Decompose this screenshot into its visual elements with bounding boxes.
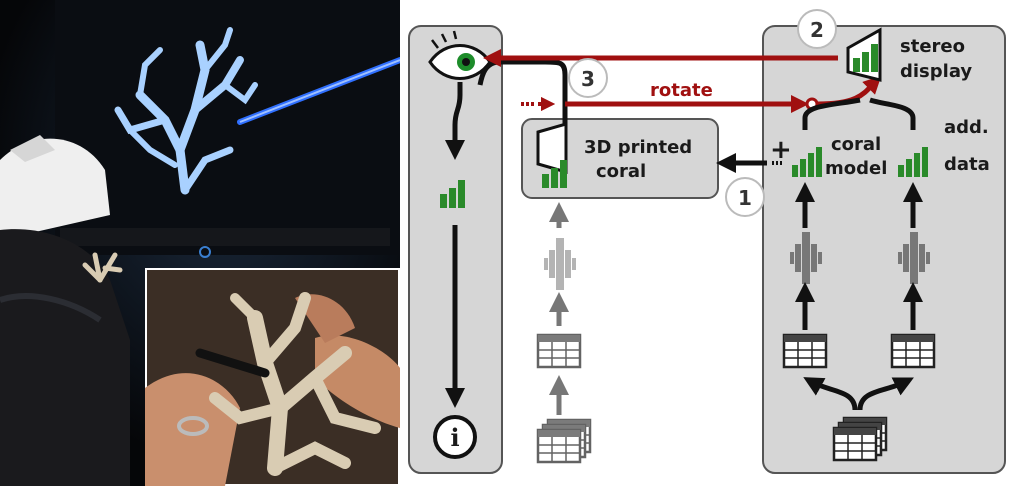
info-symbol: i [450, 423, 459, 452]
coral-model-label-line2: model [825, 158, 887, 179]
step-3-number: 3 [581, 67, 595, 91]
step-2-number: 2 [810, 18, 824, 42]
printed-coral-model-icon [536, 122, 568, 188]
coral-render-icon [114, 27, 258, 195]
step-badge-2: 2 [797, 9, 837, 49]
stereo-display-icon [846, 27, 882, 82]
table-icon-data [890, 333, 936, 369]
table-icon-faded [536, 333, 582, 369]
step-1-number: 1 [738, 186, 752, 210]
eye-icon [428, 30, 492, 80]
coral-model-label-line1: coral [831, 134, 881, 155]
table-icon-model [782, 333, 828, 369]
printed-coral-label-line1: 3D printed [584, 137, 692, 158]
step-badge-3: 3 [568, 58, 608, 98]
add-data-label-line1: add. [944, 117, 989, 138]
table-stack-icon [832, 416, 888, 462]
printed-coral-label-line2: coral [596, 161, 646, 182]
printed-coral-closeup-photo [143, 266, 400, 486]
info-icon: i [433, 415, 477, 459]
table-stack-icon-faded [536, 418, 592, 464]
step-badge-1: 1 [725, 177, 765, 217]
vr-session-photo [0, 0, 400, 486]
rotate-label: rotate [650, 80, 713, 101]
plus-symbol: + [770, 135, 792, 165]
stereo-display-label-line2: display [900, 61, 972, 82]
add-data-label-line2: data [944, 154, 990, 175]
filter-icon-faded [544, 238, 576, 290]
stereo-display-label-line1: stereo [900, 36, 965, 57]
